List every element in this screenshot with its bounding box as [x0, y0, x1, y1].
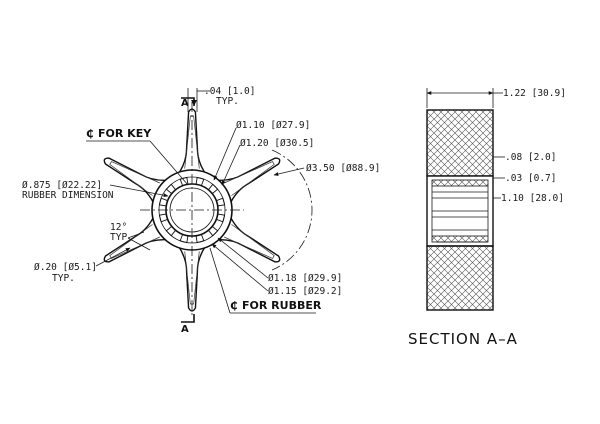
dim-rubber-dia: Ø.875 [Ø22.22] RUBBER DIMENSION [22, 180, 169, 201]
rubber-dia-text: Ø.875 [Ø22.22] [22, 180, 102, 191]
vane-outline [103, 157, 166, 203]
section-title: SECTION A–A [408, 330, 518, 348]
dim-angle: 12° TYP [110, 222, 151, 251]
hub-tooth [195, 176, 205, 186]
hub-tooth [158, 213, 168, 223]
svg-text:₵: ₵ [86, 127, 94, 140]
hub-tooth [208, 226, 219, 237]
hub-tooth [179, 234, 189, 244]
section-mark-bottom: A [181, 324, 189, 335]
vane-inner-line [224, 161, 275, 196]
section-cut-top: A [181, 97, 197, 109]
dim-fillet: Ø.20 [Ø5.1] TYP. [34, 247, 131, 284]
key-centerline-label: ₵ FOR KEY [86, 127, 189, 186]
fillet-typ-text: TYP. [52, 273, 75, 284]
fillet-text: Ø.20 [Ø5.1] [34, 262, 97, 273]
sleeve-top [431, 179, 489, 187]
dim-hub-dia: Ø1.10 [Ø27.9] Ø1.20 [Ø30.5] [213, 120, 314, 186]
bore-text: 1.10 [28.0] [501, 193, 564, 204]
hub-tooth [216, 213, 226, 223]
ring-dia-1-text: Ø1.18 [Ø29.9] [268, 273, 342, 284]
hub-tooth [216, 197, 226, 207]
vane-outline [218, 217, 281, 263]
hub-tooth [165, 226, 176, 237]
angle-typ-text: TYP [110, 232, 127, 243]
hub-dia-2-text: Ø1.20 [Ø30.5] [240, 138, 314, 149]
insert-offset-text: .08 [2.0] [505, 152, 556, 163]
sleeve-bottom [431, 235, 489, 243]
hub-tooth [179, 176, 189, 186]
dim-ring-dia: Ø1.18 [Ø29.9] Ø1.15 [Ø29.2] [211, 237, 342, 297]
tip-width-typ-text: TYP. [216, 96, 239, 107]
outer-dia-text: Ø3.50 [Ø88.9] [306, 163, 380, 174]
rubber-dia-note-text: RUBBER DIMENSION [22, 190, 114, 201]
vane-outline [179, 247, 205, 312]
key-label-text: FOR KEY [98, 127, 152, 140]
rubber-upper-section [426, 109, 494, 177]
section-cut-bottom: A [181, 314, 195, 335]
vane-outline [103, 217, 166, 263]
hub-tooth [208, 183, 219, 194]
hub-teeth [158, 176, 226, 244]
hub-tooth [195, 234, 205, 244]
vane-inner-line [224, 224, 275, 259]
hub-dia-1-text: Ø1.10 [Ø27.9] [236, 120, 310, 131]
impeller-vanes [103, 108, 281, 312]
section-a-a-view: 1.22 [30.9] .08 [2.0] .03 [0.7] 1.10 [28… [408, 88, 566, 348]
ring-dia-2-text: Ø1.15 [Ø29.2] [268, 286, 342, 297]
outer-diameter-arc [271, 149, 313, 271]
rubber-label-text: FOR RUBBER [242, 299, 322, 312]
section-width-text: 1.22 [30.9] [503, 88, 566, 99]
tip-width-text: .04 [1.0] [204, 86, 255, 97]
rubber-lower-section [426, 245, 494, 311]
hub-tooth [158, 197, 168, 207]
section-mark-top: A [181, 98, 189, 109]
sleeve-thickness-text: .03 [0.7] [505, 173, 556, 184]
svg-text:₵: ₵ [230, 299, 238, 312]
hub-tooth [165, 183, 176, 194]
dim-tip-width: .04 [1.0] TYP. [187, 86, 255, 112]
impeller-front-view: A A ₵ FOR KEY ₵ FOR RUBBER .04 [1.0] TYP… [22, 86, 380, 335]
rubber-centerline-label: ₵ FOR RUBBER [209, 247, 322, 314]
vane-inner-line [109, 161, 160, 196]
vane-outline [218, 157, 281, 203]
angle-text: 12° [110, 222, 127, 233]
dim-outer-dia: Ø3.50 [Ø88.9] [273, 163, 380, 176]
